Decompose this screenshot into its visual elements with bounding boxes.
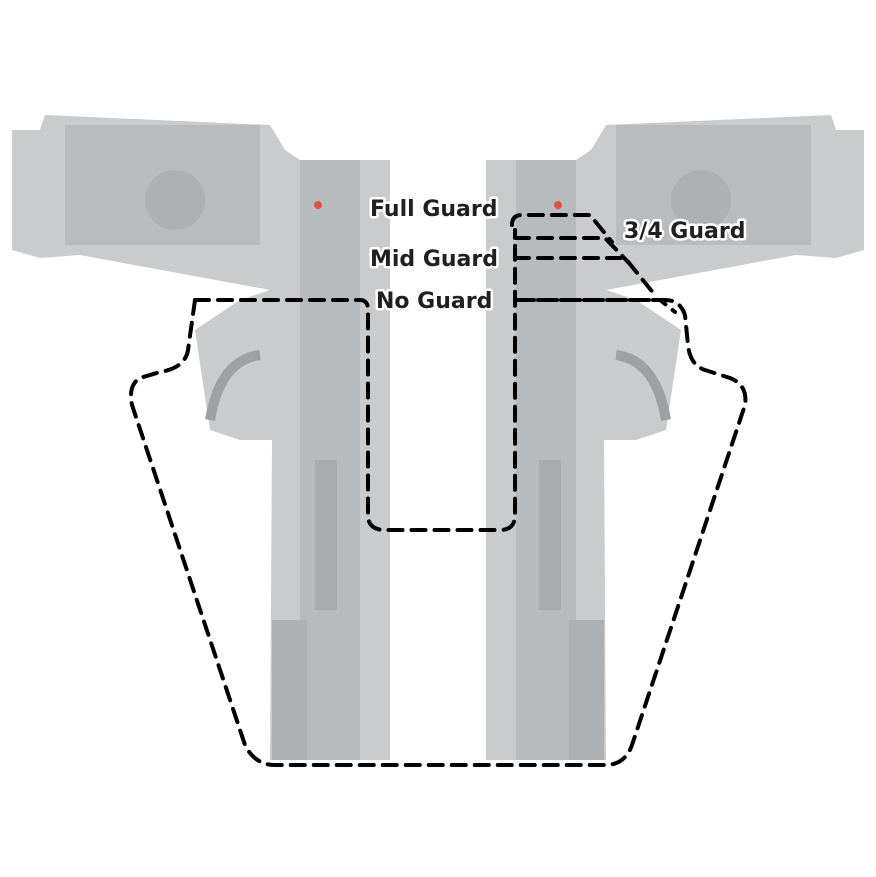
three-quarter-guard-line xyxy=(513,236,630,264)
outer-holster-outline xyxy=(129,298,748,767)
left-pistol-image xyxy=(12,115,390,760)
full-guard-line xyxy=(510,213,614,244)
no-guard-line xyxy=(513,298,677,314)
right-pistol-image xyxy=(486,115,864,760)
label-full-guard: Full Guard xyxy=(370,197,498,222)
trigger-guard-cutout-outline xyxy=(193,228,517,532)
label-mid-guard: Mid Guard xyxy=(370,247,498,272)
mid-guard-line xyxy=(513,256,657,297)
label-no-guard: No Guard xyxy=(376,289,492,314)
label-three-quarter-guard: 3/4 Guard xyxy=(624,219,745,244)
